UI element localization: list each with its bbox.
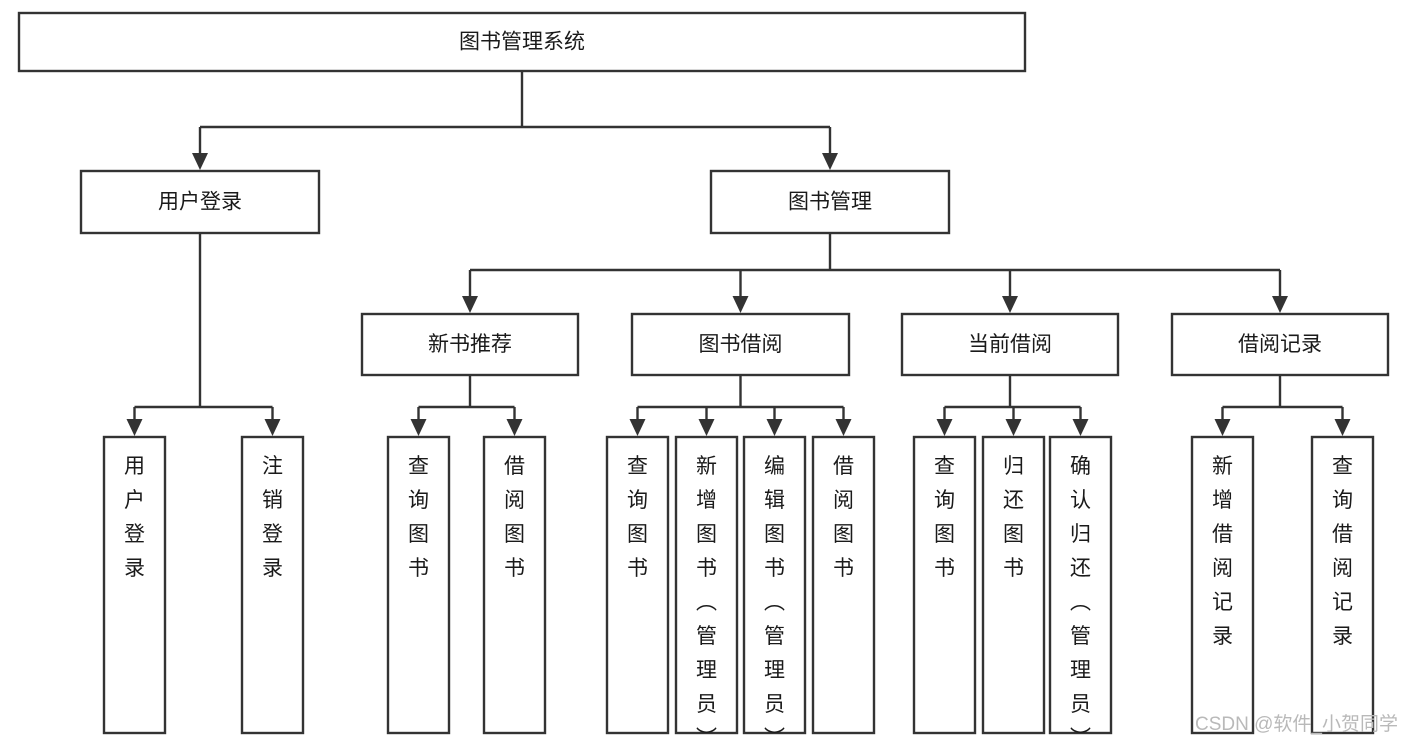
- node-box-leaf9[interactable]: [912, 435, 977, 735]
- node-box-leaf7[interactable]: [742, 435, 807, 735]
- node-l2d[interactable]: 借阅记录: [1170, 312, 1390, 377]
- node-leaf6[interactable]: 新增图书︵管理员︶: [674, 435, 739, 747]
- node-label-root: 图书管理系统: [459, 31, 585, 54]
- node-leaf12[interactable]: 新增借阅记录: [1190, 435, 1255, 735]
- node-leaf13[interactable]: 查询借阅记录: [1310, 435, 1375, 735]
- node-leaf8[interactable]: 借阅图书: [811, 435, 876, 735]
- node-box-leaf5[interactable]: [605, 435, 670, 735]
- node-box-leaf13[interactable]: [1310, 435, 1375, 735]
- node-leaf2[interactable]: 注销登录: [240, 435, 305, 735]
- node-label-l2d: 借阅记录: [1238, 333, 1322, 356]
- node-box-leaf1[interactable]: [102, 435, 167, 735]
- node-box-l1a[interactable]: [79, 169, 321, 235]
- node-box-leaf11[interactable]: [1048, 435, 1113, 735]
- node-l2a[interactable]: 新书推荐: [360, 312, 580, 377]
- node-l2c[interactable]: 当前借阅: [900, 312, 1120, 377]
- node-layer: 图书管理系统用户登录图书管理新书推荐图书借阅当前借阅借阅记录用户登录注销登录查询…: [17, 11, 1390, 747]
- node-label-l1a: 用户登录: [158, 191, 242, 214]
- node-box-leaf10[interactable]: [981, 435, 1046, 735]
- node-leaf7[interactable]: 编辑图书︵管理员︶: [742, 435, 807, 747]
- node-l1b[interactable]: 图书管理: [709, 169, 951, 235]
- node-label-leaf13: 查询借阅记录: [1332, 455, 1353, 648]
- node-label-leaf5: 查询图书: [627, 455, 648, 580]
- node-label-l2c: 当前借阅: [968, 333, 1052, 356]
- node-l1a[interactable]: 用户登录: [79, 169, 321, 235]
- node-box-leaf4[interactable]: [482, 435, 547, 735]
- node-label-l2b: 图书借阅: [699, 333, 783, 356]
- node-leaf9[interactable]: 查询图书: [912, 435, 977, 735]
- node-box-leaf2[interactable]: [240, 435, 305, 735]
- node-label-leaf4: 借阅图书: [504, 455, 525, 580]
- node-box-leaf8[interactable]: [811, 435, 876, 735]
- node-box-l2d[interactable]: [1170, 312, 1390, 377]
- node-l2b[interactable]: 图书借阅: [630, 312, 851, 377]
- node-leaf3[interactable]: 查询图书: [386, 435, 451, 735]
- node-box-leaf6[interactable]: [674, 435, 739, 735]
- node-box-l2c[interactable]: [900, 312, 1120, 377]
- node-box-leaf3[interactable]: [386, 435, 451, 735]
- node-label-leaf10: 归还图书: [1003, 455, 1024, 580]
- node-label-l1b: 图书管理: [788, 191, 872, 214]
- node-label-l2a: 新书推荐: [428, 333, 512, 356]
- node-leaf1[interactable]: 用户登录: [102, 435, 167, 735]
- node-label-leaf2: 注销登录: [262, 455, 283, 580]
- watermark-label: CSDN @软件_小贺同学: [1195, 713, 1398, 735]
- node-label-leaf11: 确认归还︵管理员︶: [1070, 455, 1091, 747]
- node-root[interactable]: 图书管理系统: [17, 11, 1027, 73]
- node-label-leaf12: 新增借阅记录: [1212, 455, 1233, 648]
- node-box-l2b[interactable]: [630, 312, 851, 377]
- node-label-leaf6: 新增图书︵管理员︶: [696, 455, 717, 747]
- node-label-leaf8: 借阅图书: [833, 455, 854, 580]
- node-label-leaf3: 查询图书: [408, 455, 429, 580]
- node-box-leaf12[interactable]: [1190, 435, 1255, 735]
- node-box-root[interactable]: [17, 11, 1027, 73]
- node-box-l2a[interactable]: [360, 312, 580, 377]
- node-box-l1b[interactable]: [709, 169, 951, 235]
- node-label-leaf1: 用户登录: [124, 455, 145, 580]
- node-leaf4[interactable]: 借阅图书: [482, 435, 547, 735]
- node-leaf11[interactable]: 确认归还︵管理员︶: [1048, 435, 1113, 747]
- node-label-leaf7: 编辑图书︵管理员︶: [764, 455, 785, 747]
- node-leaf10[interactable]: 归还图书: [981, 435, 1046, 735]
- node-label-leaf9: 查询图书: [934, 455, 955, 580]
- node-leaf5[interactable]: 查询图书: [605, 435, 670, 735]
- connector-layer: [126, 71, 1351, 436]
